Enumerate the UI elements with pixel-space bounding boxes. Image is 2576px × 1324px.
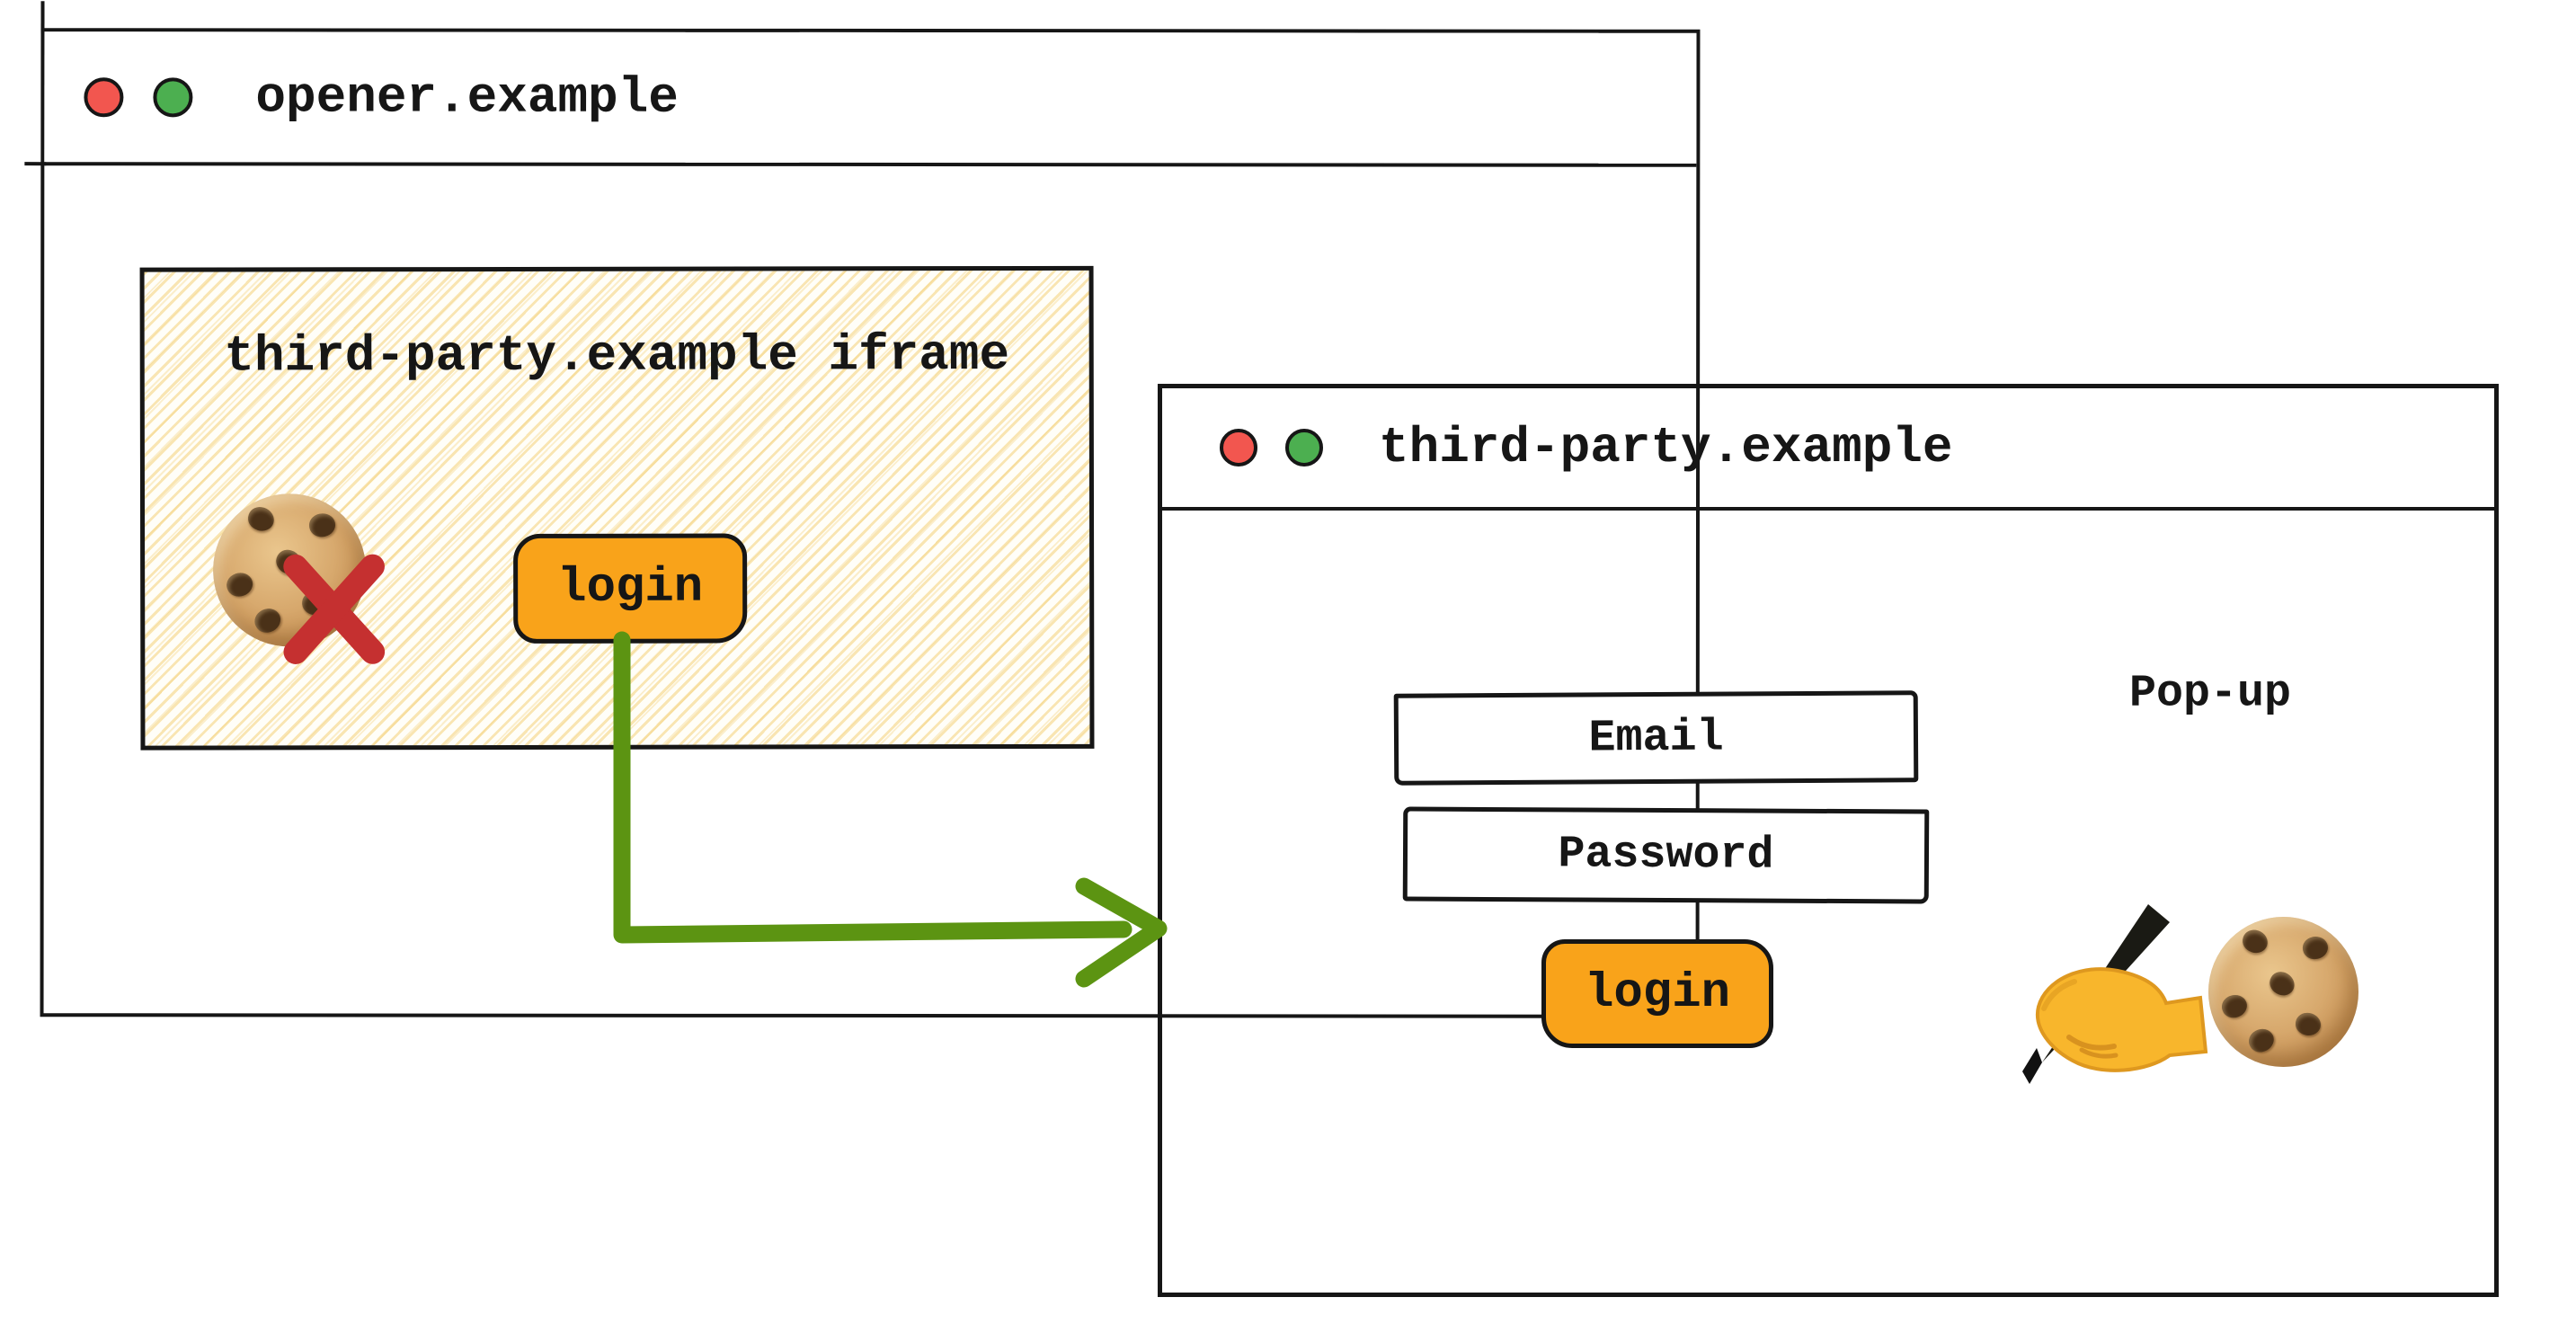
traffic-light-red-icon[interactable] [1220, 429, 1257, 467]
popup-titlebar: third-party.example [1162, 388, 2494, 511]
traffic-light-red-icon[interactable] [84, 76, 124, 117]
password-input[interactable]: Password [1402, 806, 1930, 904]
iframe-login-button[interactable]: login [513, 533, 748, 644]
iframe-title: third-party.example iframe [224, 325, 1010, 386]
popup-login-button[interactable]: login [1541, 939, 1773, 1048]
popup-window-title: third-party.example [1379, 419, 1953, 476]
third-party-iframe: third-party.example iframe login [139, 265, 1095, 751]
blocked-cross-icon [264, 530, 404, 688]
popup-content: Email Password login Pop-up [1162, 515, 2494, 1293]
popup-window: third-party.example Email Password login… [1158, 384, 2499, 1297]
writing-hand-icon [2022, 904, 2208, 1084]
traffic-light-green-icon[interactable] [153, 76, 193, 117]
popup-label: Pop-up [2128, 668, 2292, 720]
password-input-label: Password [1558, 829, 1774, 882]
email-input-label: Email [1588, 712, 1724, 764]
opener-titlebar: opener.example [44, 31, 1697, 167]
traffic-light-green-icon[interactable] [1285, 429, 1323, 467]
email-input[interactable]: Email [1393, 690, 1919, 786]
cookie-icon [2208, 917, 2358, 1067]
opener-window-title: opener.example [255, 67, 679, 127]
sketch-overshoot [40, 1, 45, 34]
